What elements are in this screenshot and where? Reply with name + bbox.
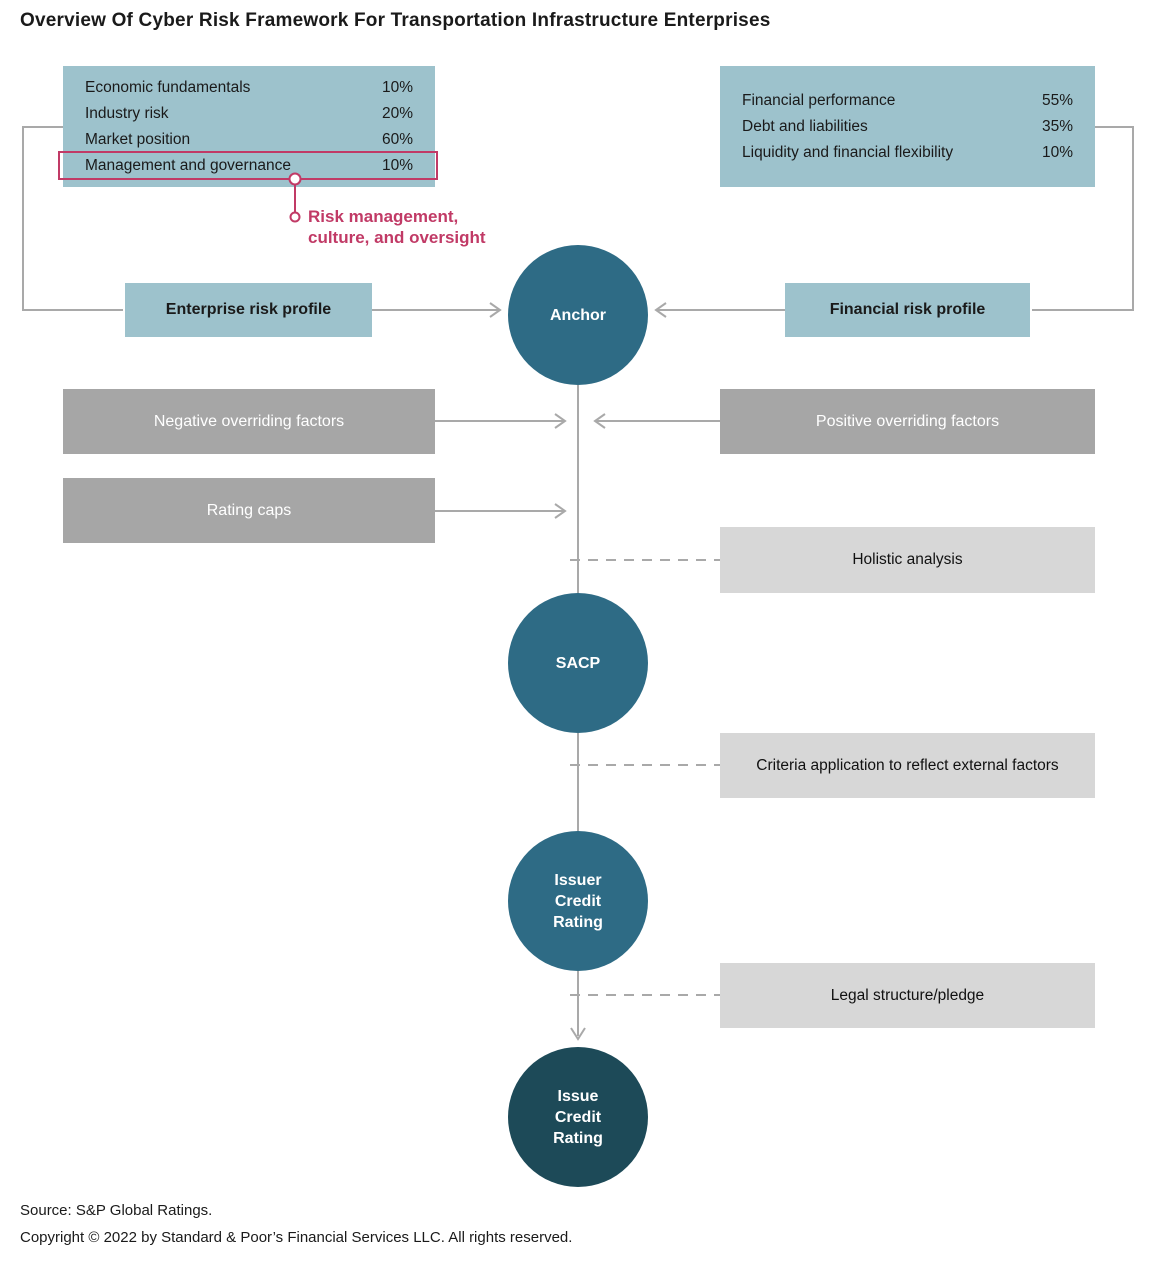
sacp-node: SACP (508, 593, 648, 733)
factor-row: Financial performance 55% (720, 88, 1095, 114)
page-title: Overview Of Cyber Risk Framework For Tra… (20, 10, 771, 31)
factor-label: Economic fundamentals (85, 79, 251, 96)
arrowhead-left-icon (593, 413, 606, 429)
source-note: Source: S&P Global Ratings. (20, 1202, 213, 1219)
factor-label: Industry risk (85, 105, 169, 122)
arrowhead-right-icon (489, 302, 502, 318)
risk-management-callout: Risk management, culture, and oversight (308, 207, 486, 247)
factor-label: Liquidity and financial flexibility (742, 144, 954, 161)
enterprise-factors-box: Economic fundamentals 10% Industry risk … (58, 66, 438, 187)
holistic-analysis-box: Holistic analysis (720, 527, 1095, 593)
legal-structure-pledge-box: Legal structure/pledge (720, 963, 1095, 1028)
arrowhead-right-icon (554, 503, 567, 519)
factor-label: Market position (85, 131, 191, 148)
factor-row: Market position 60% (63, 127, 435, 153)
management-governance-highlight (58, 151, 438, 180)
anchor-node: Anchor (508, 245, 648, 385)
factor-row: Industry risk 20% (63, 101, 435, 127)
factor-weight: 60% (381, 131, 413, 148)
factor-weight: 35% (1041, 118, 1073, 135)
callout-end-dot (289, 211, 301, 223)
factor-row: Debt and liabilities 35% (720, 114, 1095, 140)
arrowhead-right-icon (554, 413, 567, 429)
financial-factors-box: Financial performance 55% Debt and liabi… (720, 66, 1095, 187)
factor-weight: 10% (381, 79, 413, 96)
factor-row: Management and governance 10% (63, 153, 435, 179)
arrowhead-left-icon (654, 302, 667, 318)
issue-credit-rating-node: Issue Credit Rating (508, 1047, 648, 1187)
rating-caps-box: Rating caps (63, 478, 435, 543)
factor-label: Management and governance (85, 157, 291, 174)
factor-weight: 10% (1041, 144, 1073, 161)
arrowhead-down-icon (570, 1027, 586, 1041)
factor-weight: 10% (381, 157, 413, 174)
financial-risk-profile-box: Financial risk profile (785, 283, 1030, 337)
positive-overriding-factors-box: Positive overriding factors (720, 389, 1095, 454)
factor-weight: 55% (1041, 92, 1073, 109)
factor-label: Debt and liabilities (742, 118, 868, 135)
factor-row: Economic fundamentals 10% (63, 75, 435, 101)
factor-label: Financial performance (742, 92, 896, 109)
factor-row: Liquidity and financial flexibility 10% (720, 140, 1095, 166)
issuer-credit-rating-node: Issuer Credit Rating (508, 831, 648, 971)
negative-overriding-factors-box: Negative overriding factors (63, 389, 435, 454)
factor-weight: 20% (381, 105, 413, 122)
enterprise-risk-profile-box: Enterprise risk profile (125, 283, 372, 337)
copyright-note: Copyright © 2022 by Standard & Poor’s Fi… (20, 1229, 573, 1246)
criteria-application-box: Criteria application to reflect external… (720, 733, 1095, 798)
